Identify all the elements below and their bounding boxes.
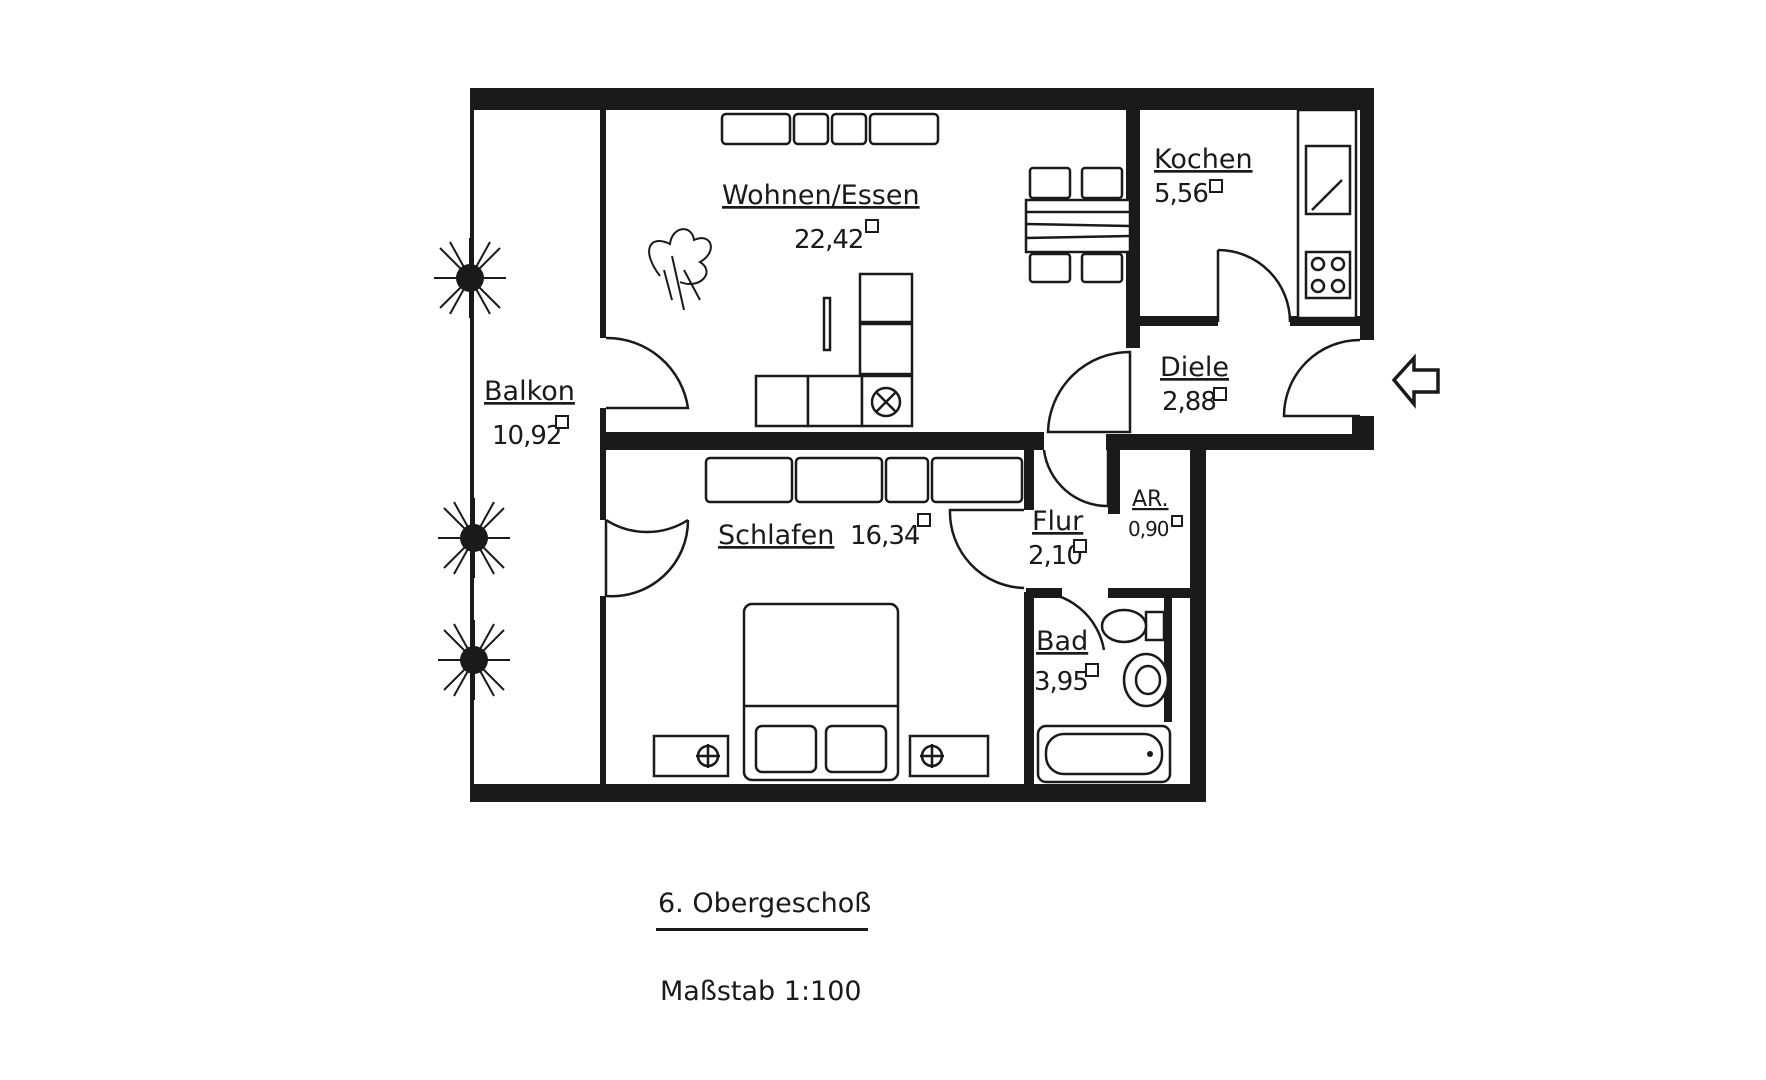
square-meter-icon [1171, 515, 1183, 527]
room-label-schlafen: Schlafen 16,34 [718, 513, 931, 551]
balcony-plants [434, 238, 510, 700]
floor-title-underline [656, 928, 868, 931]
sofa [754, 272, 914, 428]
room-name-schlafen: Schlafen [718, 520, 834, 551]
square-meter-icon [1213, 387, 1227, 401]
room-name-diele: Diele [1160, 352, 1229, 383]
room-name-flur: Flur [1032, 506, 1084, 537]
square-meter-icon [555, 415, 569, 429]
room-label-flur: Flur 2,10 [1028, 506, 1087, 571]
plant-living [648, 228, 712, 311]
sideboard [720, 112, 940, 146]
room-name-balkon: Balkon [484, 376, 575, 407]
plan-caption: 6. Obergeschoß Maßstab 1:100 [656, 888, 871, 1007]
square-meter-icon [865, 219, 879, 233]
kitchen-counter [1296, 108, 1358, 320]
scale-label: Maßstab 1:100 [660, 976, 862, 1007]
bed [742, 602, 900, 782]
square-meter-icon [1209, 179, 1223, 193]
entrance-arrow-icon [1391, 353, 1440, 409]
room-name-kochen: Kochen [1154, 144, 1253, 175]
room-area-wohnen: 22,42 [794, 225, 863, 255]
room-label-kochen: Kochen 5,56 [1154, 144, 1253, 209]
outer-walls [470, 88, 1374, 802]
square-meter-icon [1073, 539, 1087, 553]
room-area-kochen: 5,56 [1154, 179, 1208, 209]
nightstands [652, 734, 990, 778]
room-label-wohnen: Wohnen/Essen 22,42 [722, 180, 920, 255]
square-meter-icon [917, 513, 931, 527]
dining-table [1024, 166, 1132, 284]
room-name-bad: Bad [1036, 626, 1088, 657]
room-area-diele: 2,88 [1162, 387, 1216, 417]
room-area-balkon: 10,92 [492, 421, 561, 451]
room-label-diele: Diele 2,88 [1160, 352, 1229, 417]
room-area-ar: 0,90 [1128, 517, 1169, 541]
room-name-ar: AR. [1132, 487, 1169, 512]
room-label-bad: Bad 3,95 [1034, 626, 1099, 697]
room-area-bad: 3,95 [1034, 667, 1088, 697]
bath-fixtures [1036, 608, 1172, 784]
doors [604, 248, 1361, 651]
room-label-balkon: Balkon 10,92 [484, 376, 575, 451]
interior-walls [600, 108, 1360, 792]
square-meter-icon [1085, 663, 1099, 677]
wardrobe [704, 456, 1024, 504]
room-label-ar: AR. 0,90 [1128, 487, 1183, 541]
room-area-schlafen: 16,34 [850, 521, 920, 551]
room-name-wohnen: Wohnen/Essen [722, 180, 920, 211]
floor-title: 6. Obergeschoß [658, 888, 871, 919]
